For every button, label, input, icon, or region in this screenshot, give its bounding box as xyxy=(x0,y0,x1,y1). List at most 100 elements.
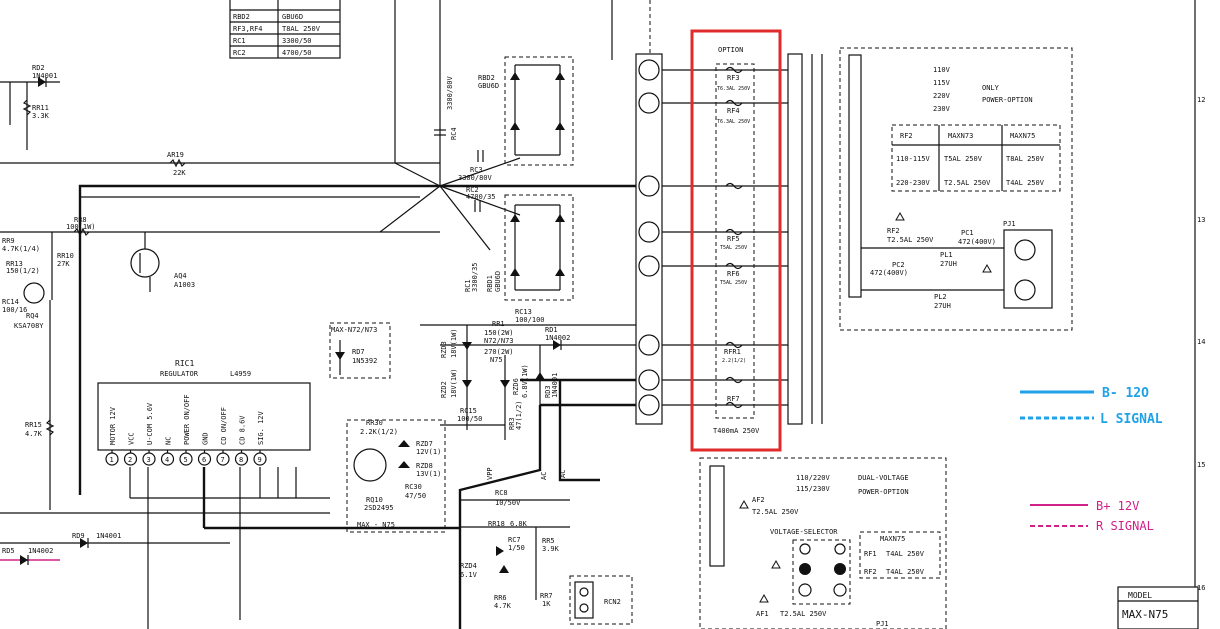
svg-text:3.3K: 3.3K xyxy=(32,112,50,120)
ic-pin xyxy=(105,452,119,466)
svg-text:472(400V): 472(400V) xyxy=(870,269,908,277)
svg-text:RR11: RR11 xyxy=(32,104,49,112)
table-cell: GBU6D xyxy=(282,13,303,21)
svg-text:N75: N75 xyxy=(490,356,503,364)
svg-text:18V(1W): 18V(1W) xyxy=(450,328,458,358)
terminal xyxy=(638,334,660,356)
svg-text:RZD8: RZD8 xyxy=(416,462,433,470)
svg-text:PC2: PC2 xyxy=(892,261,905,269)
svg-text:270(2W): 270(2W) xyxy=(484,348,514,356)
max-n75-box xyxy=(346,419,446,533)
fuse-symbol xyxy=(725,228,743,236)
ic-pin-label: SIG. 12V xyxy=(257,410,265,445)
svg-text:2SD2495: 2SD2495 xyxy=(364,504,394,512)
voltage-selector xyxy=(792,539,851,605)
svg-text:1N4002: 1N4002 xyxy=(545,334,570,342)
svg-text:RD9: RD9 xyxy=(72,532,85,540)
svg-text:A1003: A1003 xyxy=(174,281,195,289)
legend-label: L SIGNAL xyxy=(1100,412,1163,427)
bridge-rbd1 xyxy=(504,194,574,301)
svg-text:RC1: RC1 xyxy=(464,279,472,292)
table-cell: RBD2 xyxy=(233,13,250,21)
svg-text:GBU6D: GBU6D xyxy=(478,82,499,90)
ic-body xyxy=(97,382,311,451)
svg-text:2.2K(1/2): 2.2K(1/2) xyxy=(360,428,398,436)
svg-text:47(1/2): 47(1/2) xyxy=(515,400,523,430)
svg-text:MAX-N75: MAX-N75 xyxy=(1122,608,1168,621)
svg-text:14: 14 xyxy=(1197,338,1205,346)
ic-pin-number: 2 xyxy=(128,456,132,464)
svg-text:13V(1): 13V(1) xyxy=(416,470,441,478)
ic-pin-number: 9 xyxy=(258,456,262,464)
ic-pin-number: 3 xyxy=(147,456,151,464)
svg-text:100/50: 100/50 xyxy=(457,415,482,423)
svg-text:RF1: RF1 xyxy=(864,550,877,558)
ic-pin xyxy=(253,452,267,466)
legend-label: B+ 12V xyxy=(1096,499,1139,513)
resistor-symbol xyxy=(45,419,55,436)
svg-text:T4AL 250V: T4AL 250V xyxy=(1006,179,1045,187)
ic-pin-number: 8 xyxy=(239,456,243,464)
power-option-table xyxy=(891,124,1061,192)
svg-text:110V: 110V xyxy=(933,66,951,74)
ic-pin-label: CD 8.6V xyxy=(239,415,247,445)
svg-text:12V(1): 12V(1) xyxy=(416,448,441,456)
svg-text:RR13: RR13 xyxy=(6,260,23,268)
fuse-symbol xyxy=(725,99,743,107)
svg-text:RD5: RD5 xyxy=(2,547,15,555)
power-option-box: 110V 115V 220V 230V ONLY POWER-OPTION RF… xyxy=(839,47,1073,331)
ic-pin-label: VCC xyxy=(128,432,136,445)
svg-text:MAXN75: MAXN75 xyxy=(880,535,905,543)
svg-text:RR6: RR6 xyxy=(494,594,507,602)
svg-text:1K: 1K xyxy=(542,600,551,608)
svg-text:100/100: 100/100 xyxy=(515,316,545,324)
legend: B- 12O L SIGNAL B+ 12V R SIGNAL xyxy=(1020,386,1163,533)
diode-symbol xyxy=(38,77,46,87)
fuse-symbol xyxy=(725,262,743,270)
svg-text:RR5: RR5 xyxy=(542,537,555,545)
svg-text:RF6: RF6 xyxy=(727,270,740,278)
svg-text:T4AL 250V: T4AL 250V xyxy=(886,550,925,558)
svg-text:RZD4: RZD4 xyxy=(460,562,477,570)
svg-text:RD3: RD3 xyxy=(544,385,552,398)
svg-text:RBD1: RBD1 xyxy=(486,275,494,292)
svg-text:T2.5AL 250V: T2.5AL 250V xyxy=(887,236,934,244)
svg-text:RC15: RC15 xyxy=(460,407,477,415)
terminal xyxy=(638,221,660,243)
svg-text:1/50: 1/50 xyxy=(508,544,525,552)
ic-pin-label: CD ON/OFF xyxy=(220,407,228,445)
ic-pin-number: 6 xyxy=(202,456,206,464)
svg-text:T2.5AL 250V: T2.5AL 250V xyxy=(752,508,799,516)
svg-text:2.2(1/2): 2.2(1/2) xyxy=(722,358,746,364)
svg-text:T2.5AL 250V: T2.5AL 250V xyxy=(944,179,991,187)
ic-pin xyxy=(216,452,230,466)
svg-text:110-115V: 110-115V xyxy=(896,155,931,163)
svg-text:1N4001: 1N4001 xyxy=(96,532,121,540)
svg-text:RC7: RC7 xyxy=(508,536,521,544)
svg-text:AF1: AF1 xyxy=(756,610,769,618)
svg-text:18V(1W): 18V(1W) xyxy=(450,368,458,398)
svg-text:MAX - N75: MAX - N75 xyxy=(357,521,395,529)
svg-text:RZD2: RZD2 xyxy=(440,381,448,398)
legend-label: R SIGNAL xyxy=(1096,519,1154,533)
svg-text:AQ4: AQ4 xyxy=(174,272,187,280)
title-block: MODEL MAX-N75 xyxy=(1117,586,1199,629)
terminal xyxy=(638,59,660,81)
svg-text:MAX-N72/N73: MAX-N72/N73 xyxy=(331,326,377,334)
table-cell: RC1 xyxy=(233,37,246,45)
svg-text:RR7: RR7 xyxy=(540,592,553,600)
table-cell: RF3,RF4 xyxy=(233,25,263,33)
ic-pin-label: NC xyxy=(165,437,173,445)
svg-text:AF2: AF2 xyxy=(752,496,765,504)
left-circuit: RD2 1N4001 RR11 3.3K AR19 22K RR8 100(1W… xyxy=(0,64,440,565)
svg-text:220V: 220V xyxy=(933,92,951,100)
svg-text:100/16: 100/16 xyxy=(2,306,27,314)
max-n72-box xyxy=(329,322,391,379)
svg-text:150(1/2): 150(1/2) xyxy=(6,267,40,275)
svg-text:RD1: RD1 xyxy=(545,326,558,334)
svg-text:RR9: RR9 xyxy=(2,237,15,245)
svg-text:RZD7: RZD7 xyxy=(416,440,433,448)
ic-pin-number: 7 xyxy=(221,456,225,464)
